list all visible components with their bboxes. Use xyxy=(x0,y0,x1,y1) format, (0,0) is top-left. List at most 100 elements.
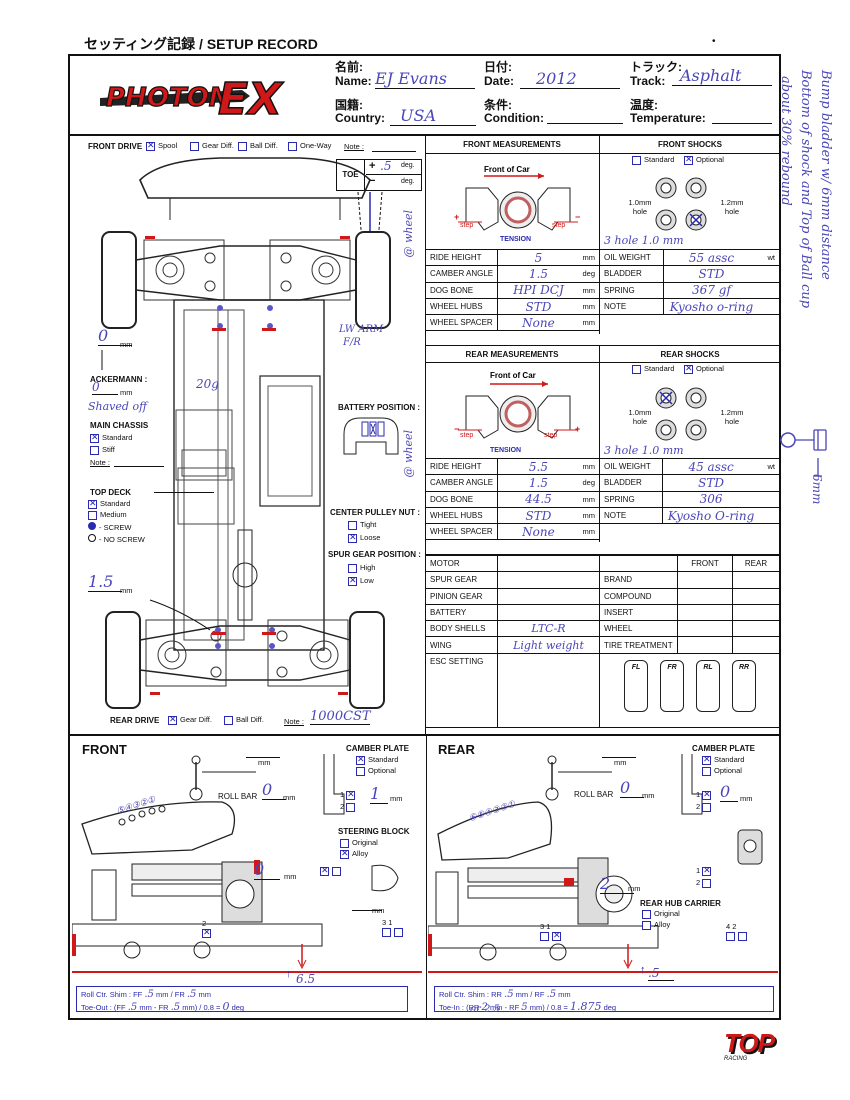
rear-hub-alloy[interactable]: Alloy xyxy=(642,920,670,930)
tire-front-value[interactable] xyxy=(677,571,733,589)
ackermann-value[interactable]: 0 xyxy=(92,380,118,395)
front-camber-optional-checkbox[interactable] xyxy=(356,766,365,776)
front-ball-diff-option[interactable]: Ball Diff. xyxy=(238,141,278,151)
front-offset-value[interactable]: 0 xyxy=(98,326,132,346)
track-value[interactable]: Asphalt xyxy=(672,66,772,86)
front-camber-standard-checkbox[interactable] xyxy=(356,754,365,765)
top-deck-standard-checkbox[interactable] xyxy=(88,498,97,509)
front-note-line[interactable] xyxy=(372,151,416,152)
spur-high[interactable]: High xyxy=(348,563,375,573)
rear-ball-diff-option[interactable]: Ball Diff. xyxy=(224,715,264,725)
tire-rear-value[interactable] xyxy=(732,620,780,638)
main-chassis-standard-checkbox[interactable] xyxy=(90,432,99,443)
rear-measure-value[interactable]: 5.5 xyxy=(497,457,579,476)
front-toe-ff[interactable]: .5 xyxy=(127,1002,138,1013)
tire-front-value[interactable] xyxy=(677,636,733,654)
front-shock-value[interactable]: Kyosho o-ring xyxy=(663,297,759,316)
steering-alloy[interactable]: Alloy xyxy=(340,848,368,859)
no-screw-radio[interactable] xyxy=(88,534,96,542)
electronics-value[interactable] xyxy=(497,571,600,589)
screw-radio[interactable] xyxy=(88,522,96,530)
country-value[interactable]: USA xyxy=(390,106,476,126)
rear-offset-value[interactable]: 1.5 xyxy=(88,572,122,592)
rear-shock-value[interactable]: Kyosho O-ring xyxy=(662,506,760,525)
one-way-checkbox[interactable] xyxy=(288,141,297,151)
front-measure-value[interactable]: STD xyxy=(497,297,579,316)
rear-hub-original-checkbox[interactable] xyxy=(642,909,651,919)
front-inner-holes[interactable]: 2 xyxy=(202,919,214,938)
front-measure-value[interactable]: None xyxy=(497,314,579,332)
main-chassis-standard[interactable]: Standard xyxy=(90,432,132,443)
rear-camber-hole-2[interactable]: 2 xyxy=(696,802,714,812)
rear-measure-value[interactable]: 44.5 xyxy=(497,490,579,508)
top-deck-standard[interactable]: Standard xyxy=(88,498,130,509)
rear-hub-alloy-checkbox[interactable] xyxy=(642,920,651,930)
one-way-option[interactable]: One-Way xyxy=(288,141,331,151)
rear-height-value[interactable]: 2 xyxy=(600,874,634,894)
steering-holes[interactable] xyxy=(320,865,344,876)
tire-rear-value[interactable] xyxy=(732,603,780,622)
rear-outer-holes[interactable]: 4 2 xyxy=(726,922,750,941)
front-camber-value[interactable]: 1 xyxy=(370,784,388,804)
rear-ride-value[interactable]: .5 xyxy=(648,966,674,981)
front-shocks-optional[interactable]: Optional xyxy=(684,154,724,165)
front-measure-value[interactable]: HPI DCJ xyxy=(497,281,579,299)
date-value[interactable]: 2012 xyxy=(520,69,620,89)
rear-measure-value[interactable]: None xyxy=(497,523,579,541)
rear-shock-value[interactable]: STD xyxy=(662,474,760,492)
pulley-tight[interactable]: Tight xyxy=(348,520,376,530)
front-gear-diff-checkbox[interactable] xyxy=(190,141,199,151)
front-shim-ff[interactable]: .5 xyxy=(144,989,154,1000)
rear-shocks-standard-checkbox[interactable] xyxy=(632,364,641,374)
front-measure-value[interactable]: 1.5 xyxy=(497,265,579,283)
name-value[interactable]: EJ Evans xyxy=(375,69,475,89)
steering-alloy-checkbox[interactable] xyxy=(340,848,349,859)
front-shocks-standard-checkbox[interactable] xyxy=(632,155,641,165)
rear-hub-original[interactable]: Original xyxy=(642,909,680,919)
front-roll-bar-value[interactable]: 0 xyxy=(262,780,286,800)
electronics-value[interactable]: LTC-R xyxy=(497,620,600,638)
rear-roll-bar-value[interactable]: 0 xyxy=(620,778,644,798)
temperature-value[interactable] xyxy=(712,106,772,124)
front-camber-standard[interactable]: Standard xyxy=(356,754,398,765)
screw-option[interactable]: - SCREW xyxy=(88,522,132,532)
front-camber-hole-1[interactable]: 1 xyxy=(340,789,358,800)
electronics-value[interactable] xyxy=(497,603,600,622)
top-deck-medium-checkbox[interactable] xyxy=(88,510,97,520)
tire-front-value[interactable] xyxy=(677,620,733,638)
rear-camber-standard[interactable]: Standard xyxy=(702,754,744,765)
rear-note-value[interactable]: 1000CST xyxy=(310,709,371,725)
tire-rear-value[interactable] xyxy=(732,571,780,589)
rear-shock-value[interactable]: 45 assc xyxy=(662,457,760,476)
rear-camber-hole-1[interactable]: 1 xyxy=(696,789,714,800)
rear-shocks-optional-checkbox[interactable] xyxy=(684,363,693,374)
electronics-value[interactable] xyxy=(497,587,600,605)
front-outer-holes[interactable]: 3 1 xyxy=(382,918,406,937)
front-shocks-standard[interactable]: Standard xyxy=(632,155,674,165)
main-chassis-stiff-checkbox[interactable] xyxy=(90,445,99,455)
electronics-value[interactable] xyxy=(497,652,600,728)
rear-shock-value[interactable]: 306 xyxy=(662,490,760,508)
steering-original-checkbox[interactable] xyxy=(340,838,349,848)
front-roll-bar-top-line[interactable] xyxy=(246,757,280,758)
tire-rear-value[interactable] xyxy=(732,636,780,654)
front-shock-value[interactable]: STD xyxy=(663,265,759,283)
front-toe-fr[interactable]: .5 xyxy=(170,1002,181,1013)
front-steer-line[interactable] xyxy=(352,910,382,911)
rear-gear-diff-option[interactable]: Gear Diff. xyxy=(168,714,212,725)
rear-shocks-optional[interactable]: Optional xyxy=(684,363,724,374)
toe-value[interactable]: .5 xyxy=(380,159,392,173)
pulley-loose-checkbox[interactable] xyxy=(348,532,357,543)
rear-gear-diff-checkbox[interactable] xyxy=(168,714,177,725)
steering-original[interactable]: Original xyxy=(340,838,378,848)
front-toe-result[interactable]: 0 xyxy=(222,1000,230,1013)
spool-checkbox[interactable] xyxy=(146,140,155,151)
front-gear-diff-option[interactable]: Gear Diff. xyxy=(190,141,234,151)
front-measure-value[interactable]: 5 xyxy=(497,248,579,267)
electronics-value[interactable]: Light weight xyxy=(497,636,600,654)
rear-inner-holes[interactable]: 3 1 xyxy=(540,922,564,941)
spur-high-checkbox[interactable] xyxy=(348,563,357,573)
front-shock-value[interactable]: 55 assc xyxy=(663,248,759,267)
rear-shim-rf[interactable]: .5 xyxy=(546,989,557,1000)
rear-shocks-standard[interactable]: Standard xyxy=(632,364,674,374)
